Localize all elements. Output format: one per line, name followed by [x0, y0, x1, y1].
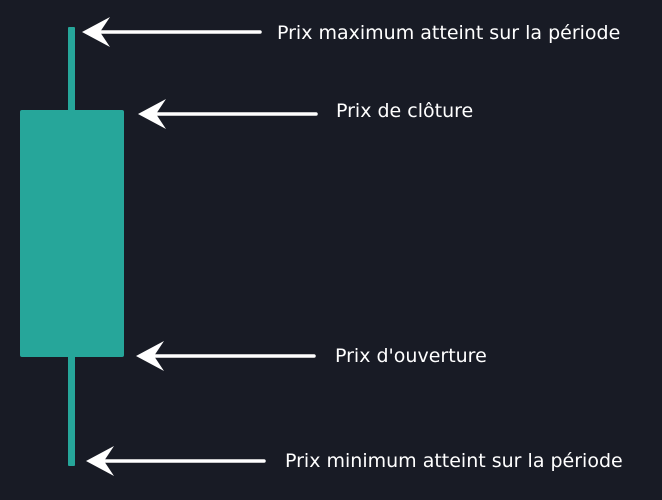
label-high-price: Prix maximum atteint sur la période: [277, 22, 621, 44]
label-close-price: Prix de clôture: [336, 100, 474, 122]
lower-wick: [68, 356, 75, 466]
arrow-left-icon: [138, 99, 318, 129]
arrow-left-icon: [136, 341, 316, 371]
arrow-left-icon: [86, 446, 266, 476]
label-open-price: Prix d'ouverture: [335, 345, 487, 367]
arrow-left-icon: [82, 17, 262, 47]
label-low-price: Prix minimum atteint sur la période: [285, 450, 623, 472]
upper-wick: [68, 27, 75, 111]
candle-body: [20, 110, 124, 357]
